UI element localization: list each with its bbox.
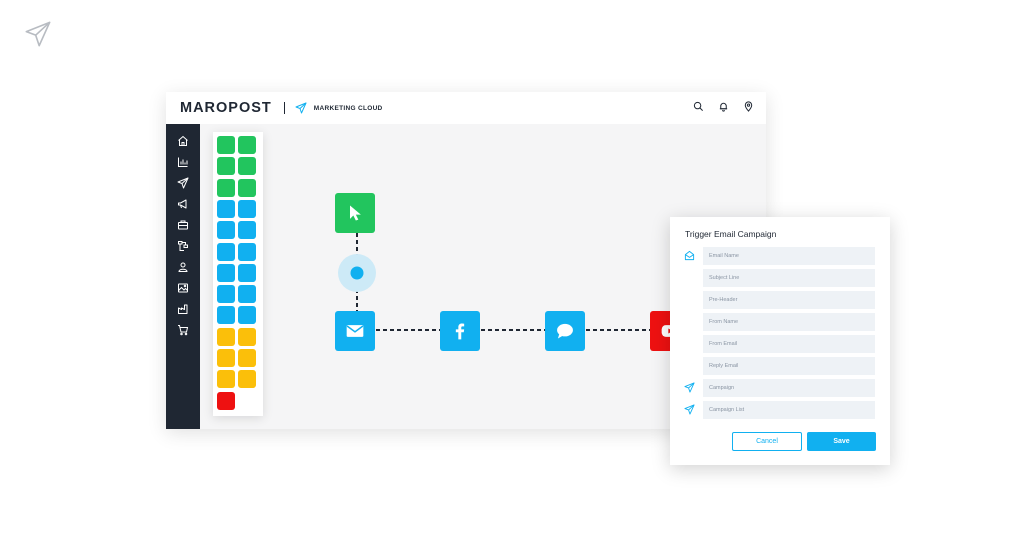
envelope-icon	[346, 325, 364, 337]
palette-tile-blue[interactable]	[217, 199, 235, 218]
top-bar: MAROPOST MARKETING CLOUD	[166, 92, 766, 124]
cursor-icon	[350, 205, 361, 221]
palette-tile-blue[interactable]	[238, 263, 256, 282]
sidebar-item-store[interactable]	[177, 323, 189, 336]
palette-tile-yellow[interactable]	[217, 327, 235, 346]
palette-tile-blue[interactable]	[217, 242, 235, 261]
cart-icon	[178, 325, 189, 336]
palette-tile-blue[interactable]	[217, 306, 235, 325]
paper-plane-icon	[684, 404, 695, 415]
reply-email-field[interactable]	[703, 357, 875, 375]
pre-header-field[interactable]	[703, 291, 875, 309]
sidebar-item-campaigns[interactable]	[177, 176, 189, 189]
palette-tile-blue[interactable]	[238, 306, 256, 325]
email-name-field[interactable]	[703, 247, 875, 265]
product-name: MARKETING CLOUD	[313, 104, 383, 112]
palette-tile-red[interactable]	[217, 391, 235, 410]
palette-tile-green[interactable]	[217, 178, 235, 197]
sidebar-item-media[interactable]	[177, 281, 189, 293]
top-actions	[693, 101, 754, 112]
app-window: MAROPOST MARKETING CLOUD	[166, 92, 766, 429]
element-palette	[213, 132, 263, 416]
palette-tile-blue[interactable]	[238, 221, 256, 240]
facebook-node[interactable]	[440, 311, 480, 351]
factory-icon	[178, 304, 188, 314]
sidebar-item-contacts[interactable]	[177, 260, 189, 272]
campaign-field[interactable]	[703, 379, 875, 397]
megaphone-icon	[178, 199, 187, 209]
palette-tile-green[interactable]	[238, 157, 256, 176]
sidebar-item-broadcast[interactable]	[177, 197, 189, 209]
chat-bubble-icon	[557, 323, 573, 339]
paper-plane-icon	[25, 21, 51, 47]
palette-tile-green[interactable]	[217, 136, 235, 154]
envelope-open-icon	[684, 250, 695, 261]
paper-plane-icon	[684, 382, 695, 393]
palette-tile-yellow[interactable]	[217, 349, 235, 367]
palette-tile-yellow[interactable]	[217, 370, 235, 389]
from-name-field[interactable]	[703, 313, 875, 331]
home-icon	[178, 135, 188, 146]
paper-plane-icon	[177, 177, 189, 189]
sidebar-item-home[interactable]	[177, 134, 189, 146]
palette-tile-yellow[interactable]	[238, 349, 256, 367]
brand-logo[interactable]: MAROPOST	[180, 100, 272, 116]
user-icon	[178, 262, 188, 272]
trigger-email-dialog: Trigger Email Campaign Cancel Save	[670, 217, 890, 465]
bar-chart-icon	[178, 157, 188, 167]
image-icon	[178, 283, 188, 293]
sitemap-icon	[178, 241, 188, 251]
palette-tile-blue[interactable]	[238, 285, 256, 304]
palette-tile-green[interactable]	[238, 178, 256, 197]
save-button[interactable]: Save	[807, 432, 876, 451]
palette-tile-blue[interactable]	[238, 242, 256, 261]
sidebar-item-integrations[interactable]	[177, 302, 189, 314]
palette-tile-blue[interactable]	[217, 263, 235, 282]
campaign-list-field[interactable]	[703, 401, 875, 419]
palette-tile-blue[interactable]	[217, 221, 235, 240]
map-pin-icon[interactable]	[743, 101, 754, 112]
palette-tile-yellow[interactable]	[238, 370, 256, 389]
dialog-title: Trigger Email Campaign	[685, 229, 777, 239]
briefcase-icon	[178, 220, 188, 230]
palette-tile-green[interactable]	[238, 136, 256, 154]
click-trigger-node[interactable]	[335, 193, 375, 233]
palette-tile-green[interactable]	[217, 157, 235, 176]
search-icon[interactable]	[693, 101, 704, 112]
sidebar	[166, 124, 200, 429]
facebook-icon	[455, 323, 465, 340]
palette-tile-blue[interactable]	[217, 285, 235, 304]
sidebar-item-workflows[interactable]	[177, 239, 189, 251]
cancel-button[interactable]: Cancel	[732, 432, 802, 451]
sidebar-item-briefcase[interactable]	[177, 218, 189, 230]
bell-icon[interactable]	[718, 101, 729, 112]
palette-tile-yellow[interactable]	[238, 327, 256, 346]
from-email-field[interactable]	[703, 335, 875, 353]
palette-tile-blue[interactable]	[238, 199, 256, 218]
sidebar-item-reports[interactable]	[177, 155, 189, 167]
paper-plane-icon	[295, 102, 307, 114]
email-node[interactable]	[335, 311, 375, 351]
subject-line-field[interactable]	[703, 269, 875, 287]
divider	[283, 102, 285, 114]
sms-node[interactable]	[545, 311, 585, 351]
